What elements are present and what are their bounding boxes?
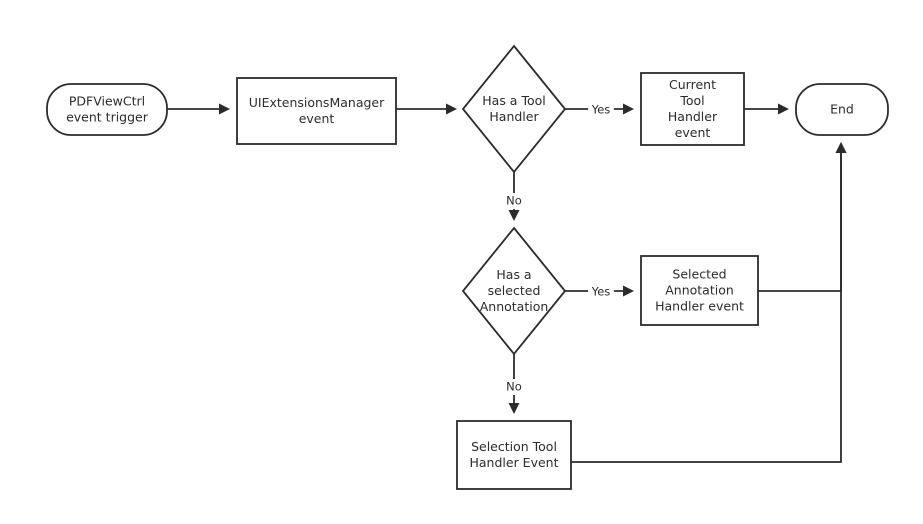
edge-label-text: No	[506, 380, 522, 394]
edge-current-tool-handler-to-end	[744, 103, 789, 115]
edge-label-backdrop	[588, 284, 614, 300]
arrowhead-icon	[508, 403, 520, 414]
edge-uiext-to-decision1	[396, 103, 457, 115]
edge-label-decision1-yes: Yes	[588, 102, 614, 118]
terminator-shape	[795, 83, 889, 136]
process-box	[236, 77, 397, 145]
decision-diamond	[461, 226, 567, 356]
edge-label-text: Yes	[591, 285, 611, 299]
edge-label-backdrop	[588, 102, 614, 118]
node-label: End	[830, 101, 854, 116]
process-box	[640, 72, 745, 146]
edge-line	[758, 151, 842, 292]
edges-layer	[167, 103, 847, 463]
arrowhead-icon	[508, 210, 520, 221]
process-box	[640, 255, 759, 326]
edge-label-backdrop	[504, 193, 524, 209]
node-end[interactable]: End	[795, 83, 889, 136]
edge-label-text: No	[506, 194, 522, 208]
arrowhead-icon	[778, 103, 789, 115]
decision-diamond	[461, 44, 567, 174]
edge-label-text: Yes	[591, 103, 611, 117]
edge-label-decision2-no: No	[504, 379, 524, 395]
process-box	[456, 420, 572, 490]
arrowhead-icon	[623, 285, 634, 297]
edge-label-decision1-no: No	[504, 193, 524, 209]
edge-label-backdrop	[504, 379, 524, 395]
edge-start-to-uiext	[167, 103, 230, 115]
edge-line	[571, 151, 842, 463]
arrowhead-icon	[219, 103, 230, 115]
edge-selected-annotation-handler-to-end	[758, 142, 847, 292]
arrowhead-icon	[623, 103, 634, 115]
edge-label-decision2-yes: Yes	[588, 284, 614, 300]
terminator-shape	[46, 83, 168, 136]
arrowhead-icon	[446, 103, 457, 115]
edge-selection-tool-handler-to-end	[571, 142, 847, 463]
arrowhead-icon	[835, 142, 847, 153]
